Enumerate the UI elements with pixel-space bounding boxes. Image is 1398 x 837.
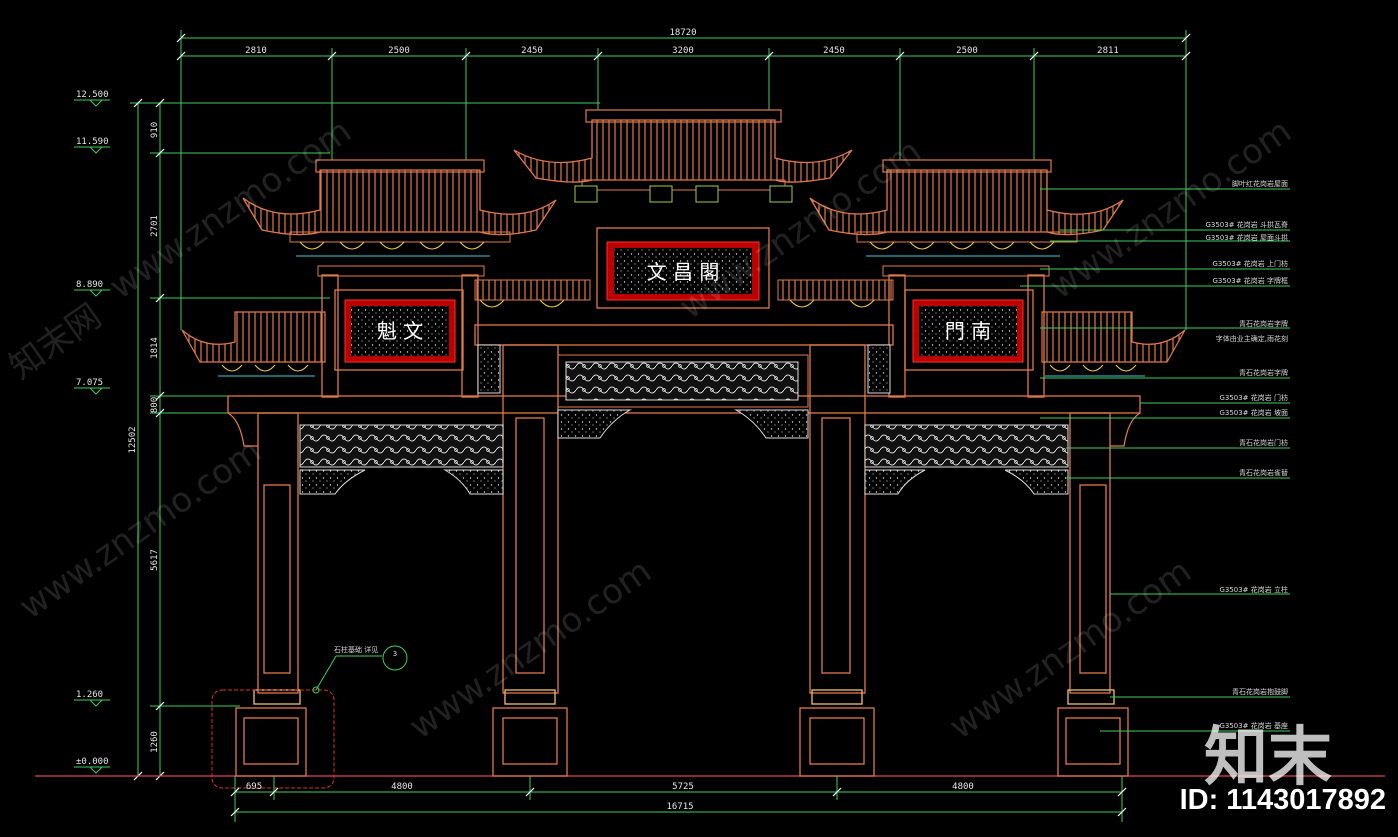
annotation-6: 青石花岗岩字牌: [1239, 319, 1288, 328]
plaque-left-text: 魁 文: [377, 319, 423, 343]
annotation-2: G3503# 花岗岩 斗拱瓦脊: [1205, 220, 1288, 229]
vertical-dimension-lines: [130, 102, 600, 776]
annotation-5: G3503# 花岗岩 字牌框: [1212, 276, 1288, 285]
top-seg-2: 2500: [388, 46, 410, 56]
vseg-5: 5617: [150, 549, 160, 571]
annotation-11: 青石花岗岩门枋: [1239, 438, 1288, 447]
detail-callout-number: 3: [393, 650, 397, 658]
elev-1: 12.500: [76, 90, 109, 100]
elev-2: 11.590: [76, 137, 109, 147]
roof-left-outer: [181, 311, 326, 363]
elevation-marks: 12.500 11.590 8.890 7.075 1.260 ±0.000: [74, 90, 110, 774]
top-seg-6: 2500: [956, 46, 978, 56]
plaque-center-text: 文 昌 閣: [647, 260, 720, 284]
annotation-leaders: [1020, 188, 1290, 732]
bottom-dimension-ticks: [230, 787, 1127, 817]
annotation-3: G3503# 花岗岩 屋面斗拱: [1205, 233, 1288, 242]
roof-small-left: [474, 279, 591, 301]
roof-right-outer: [1041, 311, 1186, 363]
vseg-3: 1814: [150, 337, 160, 359]
roof-right: [809, 159, 1124, 277]
vseg-6: 1260: [150, 731, 160, 753]
annotation-labels: 脚叶红花岗岩屋面 G3503# 花岗岩 斗拱瓦脊 G3503# 花岗岩 屋面斗拱…: [1205, 179, 1288, 730]
gate-structure: [227, 274, 1141, 694]
annotation-12: 青石花岗岩雀替: [1239, 468, 1288, 477]
annotation-15: G3503# 花岗岩 基座: [1219, 721, 1288, 730]
roof-left: [242, 159, 557, 277]
top-segment-labels: 2810 2500 2450 3200 2450 2500 2811: [245, 46, 1119, 56]
image-id: ID: 1143017892: [1179, 784, 1386, 816]
elev-3: 8.890: [76, 280, 103, 290]
bottom-segment-labels: 695 4800 5725 4800 16715: [246, 782, 974, 812]
plaque-center: 文 昌 閣: [596, 227, 770, 309]
bottom-dimension-lines: [234, 776, 1123, 822]
annotation-9: G3503# 花岗岩 门枋: [1219, 393, 1288, 402]
annotation-7: 字体由业主确定,雨花刻: [1216, 334, 1288, 343]
top-seg-4: 3200: [672, 46, 694, 56]
annotation-4: G3503# 花岗岩 上门枋: [1212, 259, 1288, 268]
top-dimension-lines: [180, 30, 1187, 330]
bottom-seg-3: 5725: [672, 782, 694, 792]
top-seg-3: 2450: [521, 46, 543, 56]
detail-callout: 石柱基础 详见 3: [211, 645, 408, 789]
roof-center: [513, 109, 853, 203]
elev-4: 7.075: [76, 378, 103, 388]
vertical-total: 12502: [128, 426, 138, 453]
annotation-10: G3503# 花岗岩 坡面: [1219, 408, 1288, 417]
overall-width-top: 18720: [669, 28, 696, 38]
detail-callout-text: 石柱基础 详见: [334, 645, 378, 654]
bottom-seg-4: 4800: [952, 782, 974, 792]
column-bases: [235, 689, 1129, 777]
plaque-left: 魁 文: [334, 289, 464, 371]
elev-6: ±0.000: [76, 757, 109, 767]
brackets: [218, 241, 1145, 377]
annotation-14: 青石花岗岩抱鼓脚: [1232, 687, 1288, 696]
bottom-seg-1: 695: [246, 782, 262, 792]
vseg-1: 910: [150, 122, 160, 138]
vseg-2: 2701: [150, 215, 160, 237]
overall-width-bottom: 16715: [666, 802, 693, 812]
top-seg-5: 2450: [823, 46, 845, 56]
roof-small-right: [777, 279, 894, 301]
top-dimension-ticks: [176, 33, 1191, 61]
top-seg-7: 2811: [1097, 46, 1119, 56]
watermarks: www.znzmo.com www.znzmo.com www.znzmo.co…: [2, 111, 1298, 747]
annotation-8: 青石花岗岩字牌: [1239, 368, 1288, 377]
watermark-7: 知末网: [2, 296, 108, 387]
carved-lintels: [299, 344, 1069, 495]
vertical-segment-labels: 910 2701 1814 800 5617 1260 12502: [128, 122, 160, 753]
annotation-1: 脚叶红花岗岩屋面: [1232, 179, 1288, 188]
annotation-13: G3503# 花岗岩 立柱: [1219, 585, 1288, 594]
bottom-seg-2: 4800: [391, 782, 413, 792]
elev-5: 1.260: [76, 690, 103, 700]
top-seg-1: 2810: [245, 46, 267, 56]
watermark-4: www.znzmo.com: [12, 431, 268, 627]
brand-watermark: 知末: [1204, 721, 1332, 795]
plaque-right-text: 門 南: [945, 319, 991, 343]
plaque-right: 門 南: [904, 289, 1034, 371]
vseg-4: 800: [150, 397, 160, 413]
